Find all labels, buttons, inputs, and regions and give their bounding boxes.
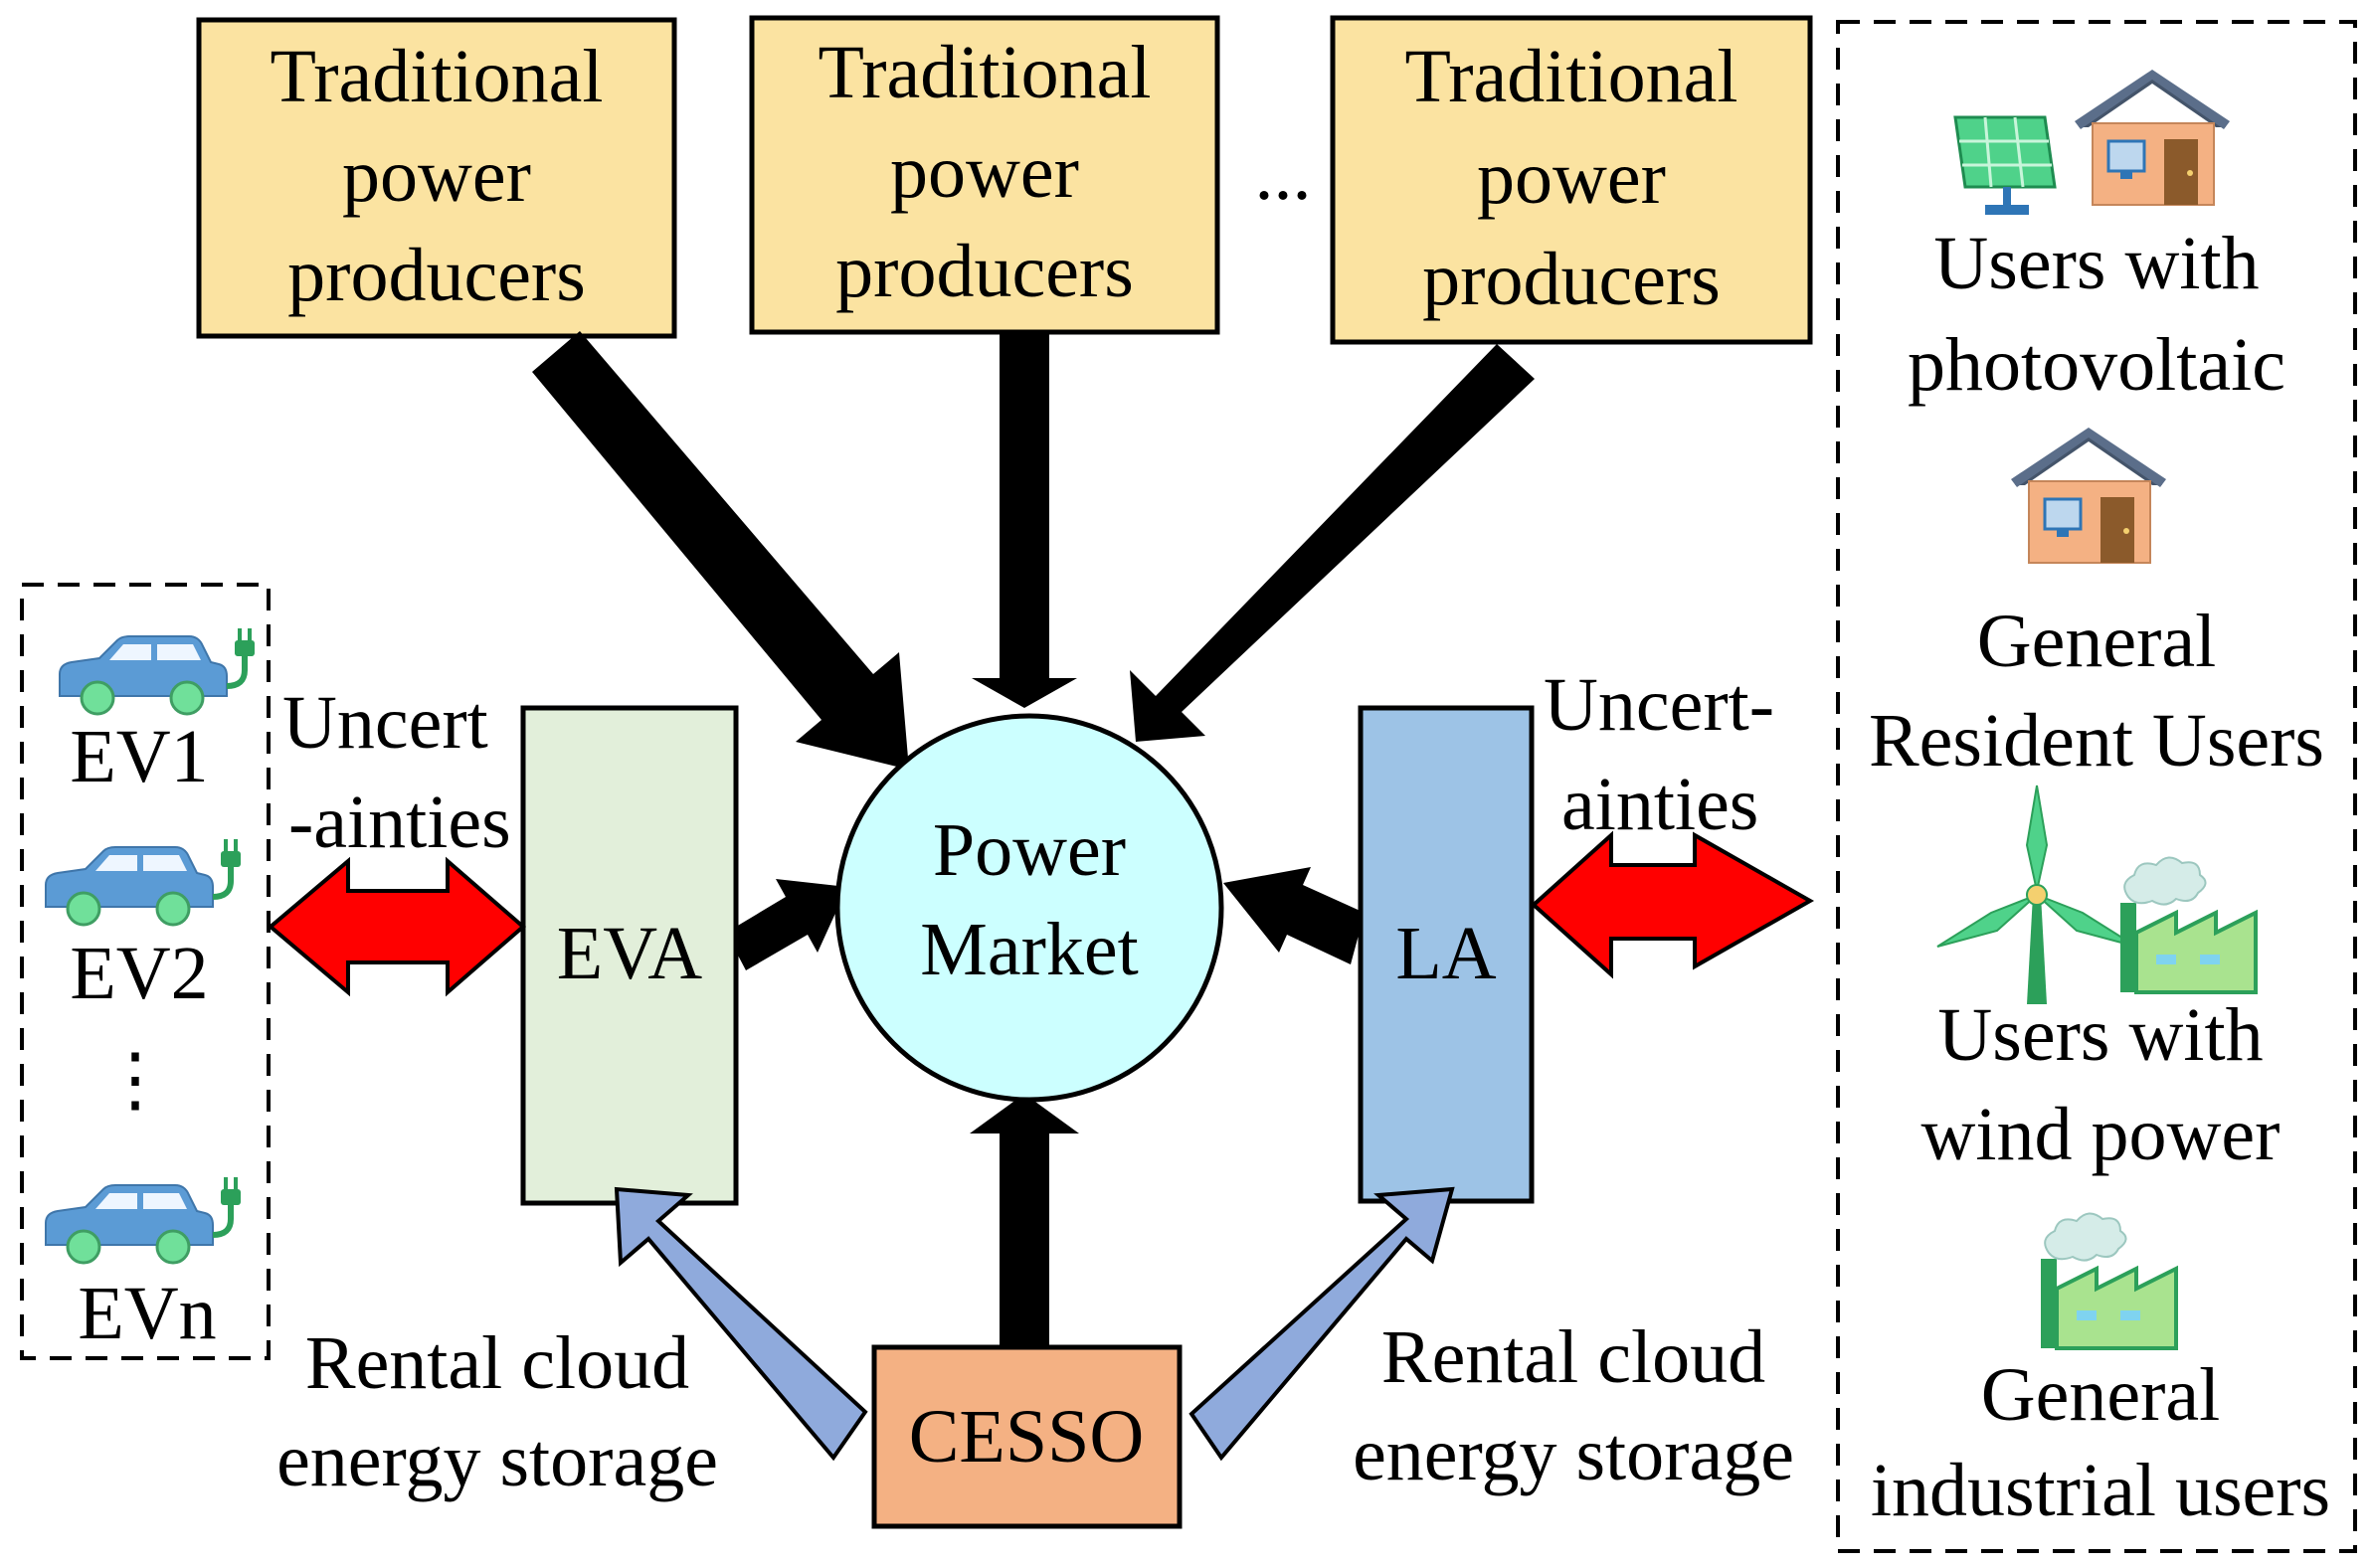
producer-3-line-3: producers	[1422, 238, 1721, 321]
flow-arrow-cesso	[970, 1094, 1079, 1350]
producer-2-line-3: producers	[835, 230, 1134, 313]
producers-ellipsis: ...	[1255, 132, 1312, 216]
user-pv-line-2: photovoltaic	[1908, 323, 2285, 407]
factory-icon	[2118, 855, 2258, 994]
rental-right-line-1: Rental cloud	[1381, 1315, 1765, 1399]
wind-turbine-icon	[1936, 784, 2137, 1004]
ev-label-n: EVn	[78, 1272, 216, 1355]
user-group: Users with photovoltaic General Resident…	[1836, 20, 2357, 1553]
user-wind-line-1: Users with	[1937, 993, 2263, 1077]
rental-arrow-left	[614, 1186, 868, 1462]
user-resident-line-1: General	[1977, 600, 2217, 683]
producer-2-line-2: power	[890, 130, 1079, 214]
rental-left-line-1: Rental cloud	[305, 1321, 689, 1405]
user-wind-line-2: wind power	[1921, 1093, 2281, 1176]
eva-box: EVA	[520, 705, 739, 1206]
eva-label: EVA	[557, 912, 703, 995]
flow-arrow-producer-2	[972, 334, 1077, 708]
producer-box-1: Traditional power producers	[196, 17, 677, 339]
power-market-node: Power Market	[834, 713, 1224, 1103]
car-icon	[46, 1177, 241, 1263]
factory-icon	[2039, 1211, 2178, 1350]
ev-group: EV1 EV2 ⋮ EVn	[20, 583, 271, 1360]
producer-box-3: Traditional power producers	[1330, 15, 1813, 345]
uncertainties-right-line-2: ainties	[1561, 763, 1758, 846]
producer-1-line-2: power	[342, 134, 531, 218]
la-label: LA	[1395, 912, 1496, 995]
rental-right-line-2: energy storage	[1353, 1413, 1794, 1496]
producer-2-line-1: Traditional	[819, 31, 1152, 114]
ev-label-2: EV2	[70, 932, 208, 1015]
producer-3-line-1: Traditional	[1405, 35, 1738, 118]
user-industrial-line-1: General	[1981, 1353, 2221, 1437]
uncertainty-arrow-right	[1531, 830, 1815, 979]
flow-arrow-producer-3	[1130, 344, 1535, 742]
uncertainties-right-line-1: Uncert-	[1544, 663, 1774, 747]
producer-1-line-1: Traditional	[271, 35, 604, 118]
rental-left-line-2: energy storage	[276, 1419, 718, 1502]
producer-1-line-3: producers	[287, 234, 586, 317]
market-line-2: Market	[920, 908, 1138, 991]
market-line-1: Power	[933, 808, 1126, 892]
flow-arrow-la	[1223, 867, 1365, 964]
house-icon	[2009, 426, 2168, 565]
producer-3-line-2: power	[1477, 136, 1666, 220]
house-icon	[2073, 68, 2232, 207]
flow-arrow-eva	[726, 879, 847, 970]
producer-box-2: Traditional power producers	[749, 15, 1220, 335]
user-industrial-line-2: industrial users	[1871, 1449, 2330, 1532]
user-resident-line-2: Resident Users	[1869, 699, 2324, 783]
user-pv-line-1: Users with	[1933, 222, 2259, 305]
solar-panel-icon	[1953, 115, 2057, 215]
uncertainties-left-line-2: -ainties	[288, 781, 511, 864]
uncertainty-arrow-left	[267, 856, 527, 997]
la-box: LA	[1358, 705, 1535, 1204]
car-icon	[46, 839, 241, 925]
cesso-box: CESSO	[871, 1344, 1183, 1529]
uncertainties-left-line-1: Uncert	[282, 681, 488, 765]
cesso-label: CESSO	[909, 1395, 1145, 1479]
ev-label-1: EV1	[70, 715, 208, 798]
rental-arrow-right	[1188, 1186, 1455, 1462]
ev-ellipsis: ⋮	[99, 1040, 171, 1120]
car-icon	[60, 628, 255, 714]
flow-arrow-producer-1	[532, 331, 909, 770]
